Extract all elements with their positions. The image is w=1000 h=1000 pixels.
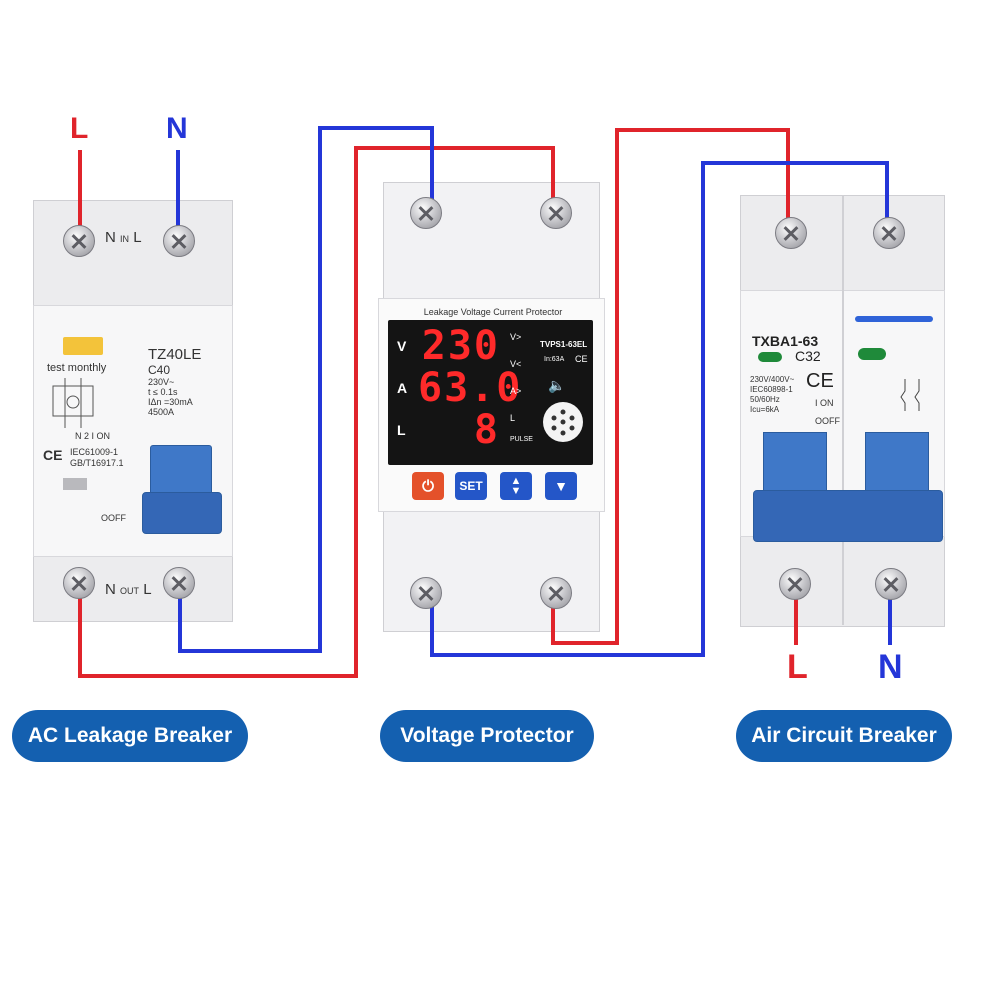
right-on-text: I ON bbox=[815, 398, 834, 408]
left-spec-3: IΔn =30mA bbox=[148, 397, 193, 407]
left-live-label: L bbox=[70, 112, 89, 145]
right-off-text: OOFF bbox=[815, 416, 840, 426]
breaker-screw-top-l bbox=[775, 217, 807, 249]
breaker-screw-top-n bbox=[873, 217, 905, 249]
indicator-leakage: L bbox=[510, 413, 516, 423]
up-down-icon: ▲▼ bbox=[510, 475, 522, 497]
right-neutral-label: N bbox=[878, 648, 903, 686]
power-button[interactable]: ⏻ bbox=[412, 472, 444, 500]
leakage-breaker-handle[interactable] bbox=[150, 445, 212, 497]
left-off-text: OOFF bbox=[101, 513, 126, 523]
breaker-screw-bottom-n bbox=[875, 568, 907, 600]
protector-screw-bottom-n bbox=[410, 577, 442, 609]
right-spec-2: IEC60898-1 bbox=[750, 385, 793, 394]
status-light-left bbox=[758, 352, 782, 362]
right-model: TXBA1-63 bbox=[752, 333, 819, 349]
left-rating: C40 bbox=[148, 363, 171, 377]
circuit-schematic-icon bbox=[45, 378, 105, 428]
screw-n-in bbox=[63, 225, 95, 257]
test-monthly-text: test monthly bbox=[47, 362, 107, 374]
indicator-over-voltage: V> bbox=[510, 332, 522, 342]
indicator-over-current: A> bbox=[510, 386, 522, 396]
neutral-wire-protector-to-breaker bbox=[430, 161, 889, 657]
live-wire-protector-to-breaker bbox=[551, 128, 790, 645]
left-spec-2: t ≤ 0.1s bbox=[148, 387, 178, 397]
left-neutral-label: N bbox=[166, 112, 188, 145]
status-light-right bbox=[858, 348, 886, 360]
left-model: TZ40LE bbox=[148, 346, 202, 363]
left-model-block: TZ40LE C40 230V~ t ≤ 0.1s IΔn =30mA 4500… bbox=[148, 346, 201, 417]
left-spec-4: 4500A bbox=[148, 407, 175, 417]
neutral-wire-left-to-protector bbox=[178, 126, 434, 653]
right-spec-4: Icu=6kA bbox=[750, 405, 780, 414]
terminal-l-out-label: L bbox=[143, 581, 152, 598]
protector-rating: In:63A bbox=[544, 356, 565, 363]
down-button[interactable]: ▼ bbox=[545, 472, 577, 500]
right-rating: C32 bbox=[795, 348, 821, 364]
indicator-under-voltage: V< bbox=[510, 359, 522, 369]
leakage-reading: 8 bbox=[473, 407, 500, 453]
indicator-pulse: PULSE bbox=[510, 436, 533, 443]
right-spec-3: 50/60Hz bbox=[750, 395, 780, 404]
terminal-n-out-label: N bbox=[105, 581, 116, 598]
protector-model: TVPS1-63EL bbox=[540, 340, 588, 349]
live-wire-left-to-protector bbox=[78, 146, 555, 678]
protector-screw-bottom-l bbox=[540, 577, 572, 609]
protector-screw-top-n bbox=[410, 197, 442, 229]
terminal-n-in-label: N bbox=[105, 229, 116, 246]
leakage-breaker-handle-grip[interactable] bbox=[142, 492, 222, 534]
terminal-l-in-label: L bbox=[133, 229, 142, 246]
row-label-v: V bbox=[397, 338, 407, 354]
on-indicator-text: N 2 I ON bbox=[75, 431, 111, 441]
terminal-in-label: IN bbox=[120, 234, 130, 244]
down-arrow-icon: ▼ bbox=[554, 478, 568, 494]
test-button[interactable] bbox=[63, 337, 103, 355]
left-standard-2: GB/T16917.1 bbox=[70, 458, 124, 468]
set-button-label: SET bbox=[459, 479, 483, 493]
buzzer-grille-icon bbox=[543, 402, 583, 442]
caption-air-circuit-breaker: Air Circuit Breaker bbox=[736, 710, 952, 762]
left-spec-1: 230V~ bbox=[148, 377, 175, 387]
right-spec-1: 230V/400V~ bbox=[750, 375, 795, 384]
caption-voltage-protector: Voltage Protector bbox=[380, 710, 594, 762]
protector-screw-top-l bbox=[540, 197, 572, 229]
left-standard-1: IEC61009-1 bbox=[70, 447, 119, 457]
row-label-a: A bbox=[397, 380, 408, 396]
caption-ac-leakage-breaker: AC Leakage Breaker bbox=[12, 710, 248, 762]
terminal-out-label: OUT bbox=[120, 586, 140, 596]
voltage-reading: 230 bbox=[421, 323, 500, 369]
speaker-icon: 🔈 bbox=[548, 377, 566, 393]
protector-ce-mark: CE bbox=[575, 354, 588, 364]
protector-header: Leakage Voltage Current Protector bbox=[423, 307, 563, 317]
right-ce-mark: CE bbox=[806, 370, 834, 392]
up-down-button[interactable]: ▲▼ bbox=[500, 472, 532, 500]
power-icon: ⏻ bbox=[422, 477, 434, 495]
set-button[interactable]: SET bbox=[455, 472, 487, 500]
screw-n-out bbox=[63, 567, 95, 599]
current-reading: 63.0 bbox=[418, 365, 523, 411]
pole-schematic-icon bbox=[897, 375, 927, 415]
pole-divider bbox=[842, 195, 844, 625]
ce-mark-left: CE bbox=[43, 447, 63, 463]
blue-stripe bbox=[855, 316, 933, 322]
right-live-label: L bbox=[787, 648, 808, 686]
row-label-l: L bbox=[397, 422, 406, 438]
screw-l-out bbox=[163, 567, 195, 599]
status-window bbox=[63, 478, 87, 490]
breaker-handle-bar[interactable] bbox=[753, 490, 943, 542]
breaker-screw-bottom-l bbox=[779, 568, 811, 600]
screw-l-in bbox=[163, 225, 195, 257]
